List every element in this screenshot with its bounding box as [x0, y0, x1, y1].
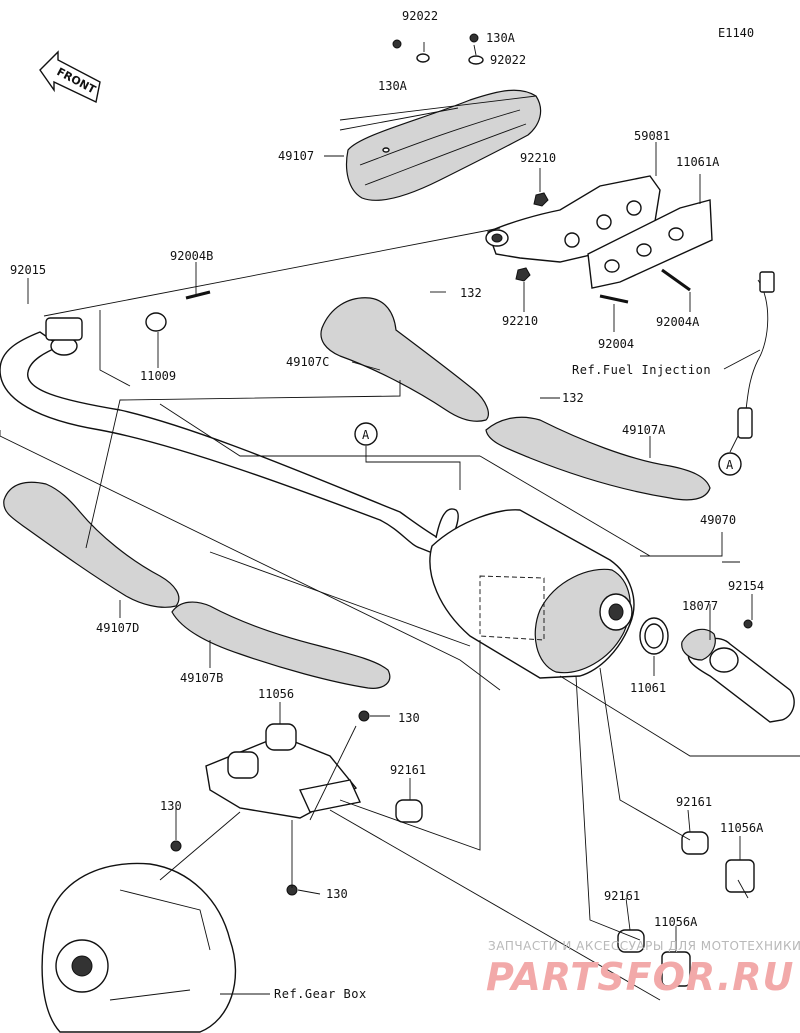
stud-92004A — [661, 268, 691, 292]
watermark: ЗАПЧАСТИ И АКСЕССУАРЫ ДЛЯ МОТОТЕХНИКИ PA… — [486, 939, 800, 999]
gasket-11061 — [639, 617, 669, 655]
watermark-caption: ЗАПЧАСТИ И АКСЕССУАРЫ ДЛЯ МОТОТЕХНИКИ — [488, 939, 800, 953]
ref-fuel-injection: Ref.Fuel Injection — [572, 363, 711, 377]
label-130A-left: 130A — [378, 79, 408, 93]
leader-lines — [0, 42, 800, 1001]
label-11056: 11056 — [258, 687, 294, 701]
bolt-130-top — [358, 710, 370, 722]
gear-box-reference — [41, 862, 237, 1033]
label-130-bottom: 130 — [326, 887, 348, 901]
label-92004B: 92004B — [170, 249, 213, 263]
label-132-mid: 132 — [562, 391, 584, 405]
stud-92004B — [185, 290, 211, 300]
bushing-92161-a — [395, 799, 423, 823]
label-92161-b: 92161 — [676, 795, 712, 809]
label-11061A: 11061A — [676, 155, 720, 169]
heat-shield-49107A — [485, 416, 711, 501]
bushing-92161-c — [617, 929, 645, 953]
nut-92210-top — [533, 192, 549, 207]
nut-92210-bottom — [515, 267, 531, 282]
mount-11056A-a — [725, 859, 755, 899]
label-18077: 18077 — [682, 599, 718, 613]
ref-gear-box: Ref.Gear Box — [274, 987, 367, 1001]
bracket-11056 — [205, 723, 362, 819]
label-130-left: 130 — [160, 799, 182, 813]
heat-shield-49107C — [320, 297, 489, 422]
label-49107D: 49107D — [96, 621, 139, 635]
bolt-92154 — [743, 619, 753, 629]
label-92161-c: 92161 — [604, 889, 640, 903]
label-49070: 49070 — [700, 513, 736, 527]
front-arrow-icon: FRONT — [39, 50, 101, 104]
label-49107: 49107 — [278, 149, 314, 163]
label-92210-top: 92210 — [520, 151, 556, 165]
callout-a-left: A — [354, 422, 378, 446]
callout-a-right: A — [718, 452, 742, 476]
label-92004A: 92004A — [656, 315, 700, 329]
bushing-92161-b — [681, 831, 709, 855]
heat-shield-49107 — [345, 89, 542, 201]
label-92161-a: 92161 — [390, 763, 426, 777]
gasket-11061A — [587, 199, 713, 289]
spark-arrester-18077 — [681, 628, 795, 723]
label-49107C: 49107C — [286, 355, 329, 369]
bolt-130A-right — [469, 33, 479, 43]
washer-92022-top — [416, 53, 430, 63]
heat-shield-49107D — [3, 481, 180, 608]
callout-a-left-label: A — [362, 428, 370, 442]
label-92022-right: 92022 — [490, 53, 526, 67]
label-92154: 92154 — [728, 579, 764, 593]
label-92210-bottom: 92210 — [502, 314, 538, 328]
label-11009: 11009 — [140, 369, 176, 383]
bolt-130A-left — [392, 39, 402, 49]
washer-92022-right — [468, 55, 484, 65]
label-49107A: 49107A — [622, 423, 666, 437]
label-92022-top: 92022 — [402, 9, 438, 23]
muffler-49070 — [429, 509, 635, 679]
label-11061: 11061 — [630, 681, 666, 695]
label-130-top: 130 — [398, 711, 420, 725]
label-132-top: 132 — [460, 286, 482, 300]
callout-a-right-leader — [729, 435, 739, 453]
label-59081: 59081 — [634, 129, 670, 143]
label-49107B: 49107B — [180, 671, 223, 685]
diagram-code: E1140 — [718, 26, 754, 40]
bolt-130-left — [170, 840, 182, 852]
stud-92004 — [599, 294, 629, 304]
label-130A-right: 130A — [486, 31, 516, 45]
callout-a-right-label: A — [726, 458, 734, 472]
label-92015: 92015 — [10, 263, 46, 277]
heat-shield-49107B — [171, 601, 391, 689]
label-11056A-b: 11056A — [654, 915, 698, 929]
watermark-logo: PARTSFOR.RU — [486, 955, 794, 999]
oxygen-sensor — [737, 271, 775, 439]
label-92004: 92004 — [598, 337, 634, 351]
label-11056A-a: 11056A — [720, 821, 764, 835]
